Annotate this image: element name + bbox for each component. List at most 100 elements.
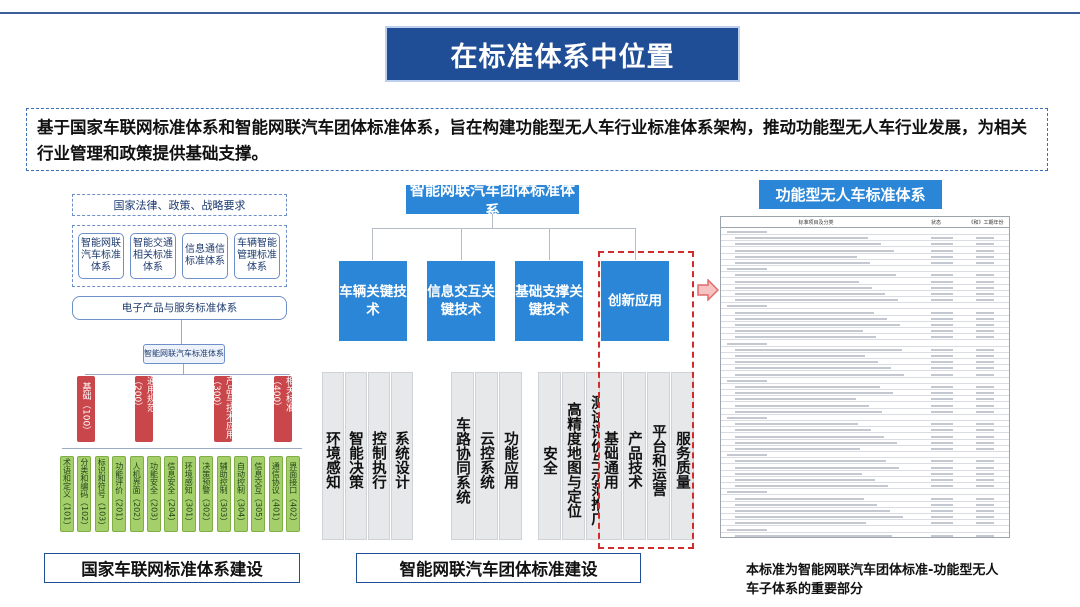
connector bbox=[62, 448, 302, 449]
doc-row-text bbox=[735, 485, 888, 488]
doc-row-status bbox=[931, 355, 953, 357]
doc-row-status bbox=[931, 510, 953, 512]
sub-item: 系统设计 bbox=[391, 372, 413, 540]
innovation-highlight bbox=[598, 251, 694, 549]
doc-row bbox=[721, 347, 1009, 353]
sub-item: 产品技术 bbox=[623, 372, 646, 540]
box-icv-standard: 智能网联汽车标准体系 bbox=[78, 233, 124, 279]
doc-row-status bbox=[931, 373, 953, 376]
page-title: 在标准体系中位置 bbox=[385, 26, 740, 82]
doc-row-text bbox=[735, 249, 894, 252]
doc-row-text bbox=[735, 497, 864, 500]
leaf-standard: 功能评价（201） bbox=[112, 456, 127, 532]
doc-row-text bbox=[727, 305, 767, 308]
box-ict-standard: 信息通信标准体系 bbox=[182, 233, 228, 279]
group-innovation: 创新应用 bbox=[601, 261, 669, 341]
doc-row-text bbox=[735, 503, 877, 506]
icv-group-header: 智能网联汽车团体标准体系 bbox=[406, 181, 579, 220]
sub-item: 基础通用 bbox=[599, 372, 622, 540]
doc-row-status bbox=[931, 522, 953, 525]
connector bbox=[181, 320, 182, 344]
doc-row bbox=[721, 520, 1009, 527]
doc-row bbox=[721, 372, 1009, 378]
doc-row-text bbox=[735, 299, 898, 302]
doc-row bbox=[721, 477, 1009, 483]
doc-row bbox=[721, 341, 1009, 347]
doc-row-status bbox=[931, 237, 953, 240]
doc-row-status bbox=[931, 330, 953, 333]
top-divider bbox=[0, 12, 1080, 14]
sub-item: 安全 bbox=[538, 372, 561, 540]
doc-row-status bbox=[931, 435, 953, 438]
doc-row bbox=[721, 471, 1009, 477]
group-vehicle-tech: 车辆关键技术 bbox=[339, 261, 407, 341]
box-vehicle-mgmt-standard: 车辆智能管理标准体系 bbox=[234, 233, 280, 279]
doc-row-text bbox=[735, 361, 878, 364]
doc-row bbox=[721, 403, 1009, 409]
doc-header-year: 《和》工期年份 bbox=[968, 220, 1004, 226]
doc-row-year bbox=[976, 429, 994, 432]
doc-row-text bbox=[727, 491, 767, 494]
doc-row bbox=[721, 285, 1009, 291]
leaf-standard: 辅助控制（303） bbox=[216, 456, 231, 532]
doc-row bbox=[721, 465, 1009, 471]
doc-row-text bbox=[727, 528, 767, 531]
doc-row-status bbox=[931, 516, 953, 519]
leaf-standard: 信息交互（305） bbox=[251, 456, 266, 532]
doc-row-status bbox=[931, 367, 953, 370]
doc-row-year bbox=[976, 361, 994, 364]
doc-row-status bbox=[931, 410, 953, 413]
doc-row bbox=[721, 254, 1009, 260]
doc-row-text bbox=[735, 460, 886, 463]
doc-row-status bbox=[931, 336, 953, 339]
doc-row bbox=[721, 260, 1009, 266]
box-its-standard: 智能交通相关标准体系 bbox=[130, 233, 176, 279]
doc-row-status bbox=[931, 466, 953, 469]
category-related: 相关标准（400） bbox=[271, 376, 294, 442]
group-basic-support: 基础支撑关键技术 bbox=[515, 261, 583, 341]
doc-row-year bbox=[976, 262, 994, 264]
doc-row-year bbox=[976, 311, 994, 314]
leaf-standard: 分类和编码（102） bbox=[77, 456, 92, 532]
doc-row bbox=[721, 272, 1009, 279]
doc-row-year bbox=[976, 423, 994, 426]
doc-row-year bbox=[976, 479, 994, 481]
doc-row bbox=[721, 316, 1009, 322]
sub-item: 控制执行 bbox=[368, 372, 390, 540]
doc-row-text bbox=[735, 441, 897, 444]
leaf-standard: 人机界面（202） bbox=[129, 456, 144, 532]
law-policy-label: 国家法律、政策、战略要求 bbox=[72, 194, 287, 216]
functional-ugv-header: 功能型无人车标准体系 bbox=[759, 180, 942, 209]
doc-row-status bbox=[931, 448, 953, 450]
doc-header-row: 标准项目及分类 状态 《和》工期年份 bbox=[721, 219, 1009, 228]
doc-row bbox=[721, 334, 1009, 341]
doc-row-status bbox=[931, 460, 953, 463]
doc-row-year bbox=[976, 299, 994, 302]
doc-row-text bbox=[735, 392, 893, 395]
doc-row-text bbox=[727, 268, 767, 271]
doc-row-year bbox=[976, 503, 994, 506]
doc-row-status bbox=[931, 429, 953, 432]
doc-row-year bbox=[976, 460, 994, 463]
doc-row-year bbox=[976, 522, 994, 525]
doc-row-status bbox=[931, 472, 953, 475]
doc-row-year bbox=[976, 392, 994, 395]
doc-row-text bbox=[727, 454, 767, 457]
sub-item: 智能决策 bbox=[345, 372, 367, 540]
doc-row-text bbox=[735, 516, 903, 519]
doc-row-status bbox=[931, 293, 953, 295]
connector bbox=[549, 228, 550, 260]
doc-row-text bbox=[735, 466, 899, 469]
doc-row-year bbox=[976, 293, 994, 295]
caption-national: 国家车联网标准体系建设 bbox=[44, 553, 300, 583]
doc-row-year bbox=[976, 336, 994, 339]
doc-row-text bbox=[735, 243, 881, 246]
doc-row-text bbox=[735, 355, 865, 357]
doc-row bbox=[721, 502, 1009, 508]
connector bbox=[492, 214, 493, 228]
leaf-standard: 决策预警（302） bbox=[199, 456, 214, 532]
doc-row bbox=[721, 483, 1009, 490]
doc-row-text bbox=[735, 274, 896, 277]
doc-row bbox=[721, 241, 1009, 248]
doc-row-status bbox=[931, 280, 953, 283]
